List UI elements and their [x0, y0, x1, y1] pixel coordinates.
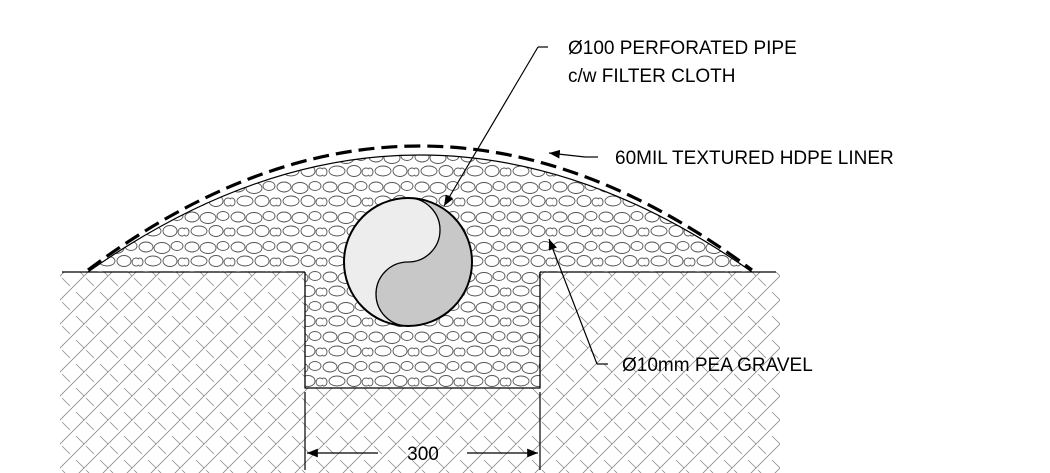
liner-leader	[548, 149, 598, 159]
native-soil	[60, 272, 780, 473]
pipe-leader	[443, 46, 548, 207]
pipe-label-line2: c/w FILTER CLOTH	[568, 66, 736, 87]
trench-outline	[304, 272, 541, 389]
gravel-label: Ø10mm PEA GRAVEL	[622, 355, 813, 376]
liner-label: 60MIL TEXTURED HDPE LINER	[615, 148, 894, 169]
gravel-mound-outline	[87, 154, 753, 273]
hdpe-liner	[87, 144, 753, 272]
perforated-pipe	[343, 197, 473, 327]
width-dimension	[304, 392, 541, 470]
pipe-label-line1: Ø100 PERFORATED PIPE	[568, 38, 797, 59]
dimension-label: 300	[407, 444, 439, 465]
gravel-leader	[548, 238, 608, 365]
